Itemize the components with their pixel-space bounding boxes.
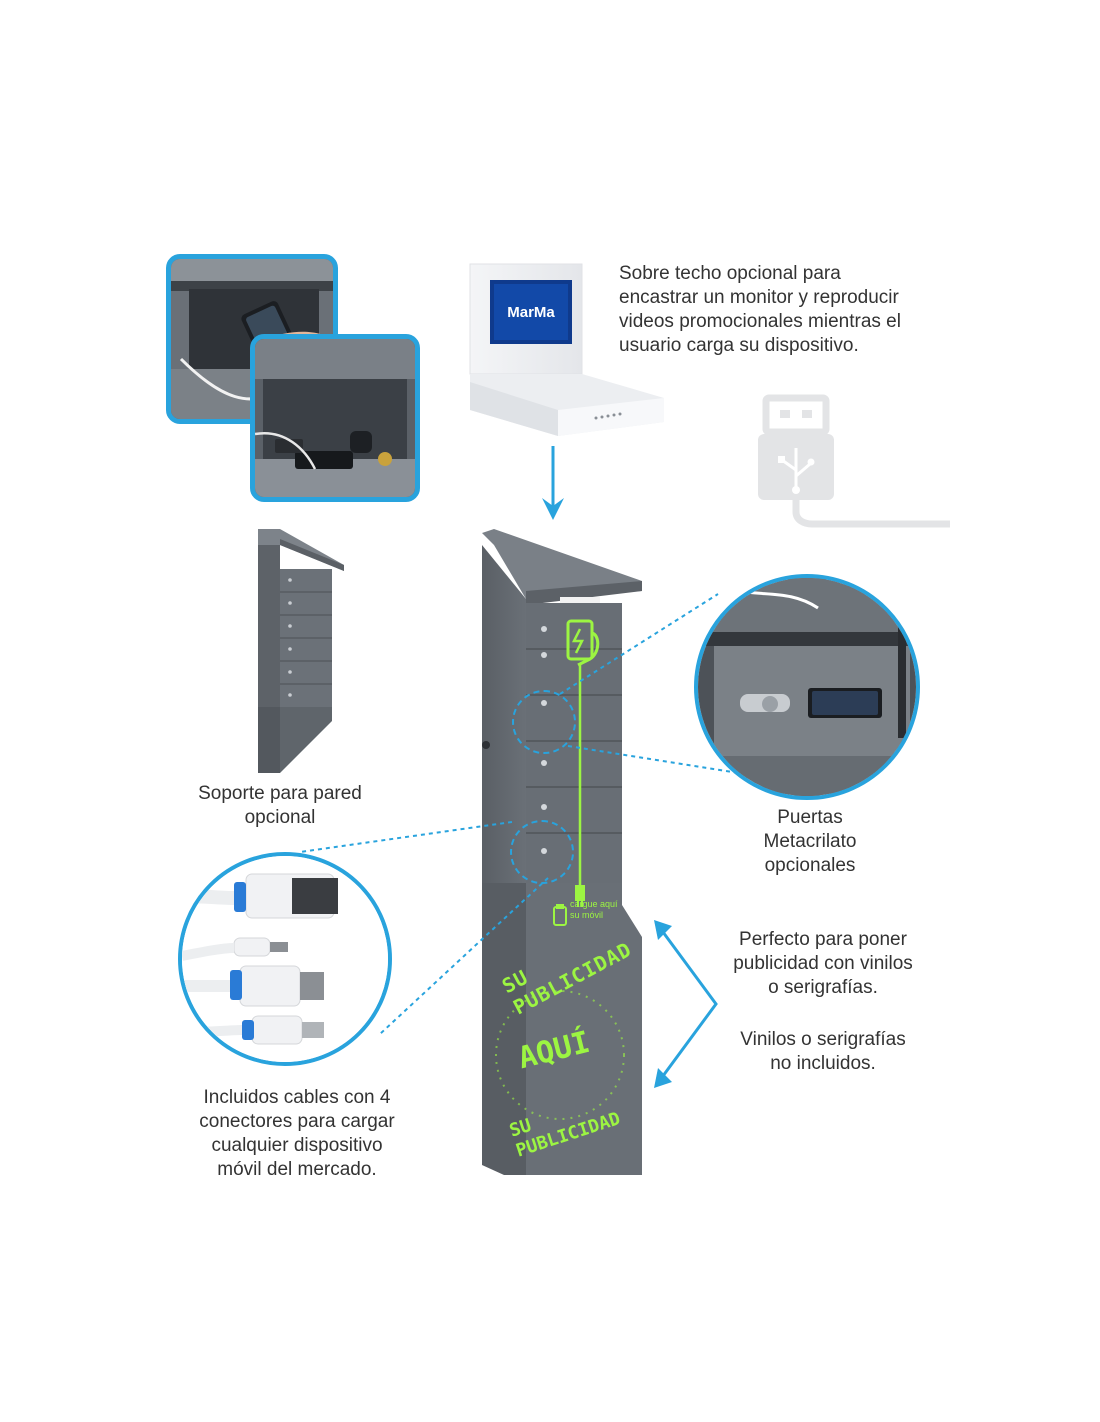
caption-cables: Incluidos cables con 4 conectores para c… bbox=[199, 1087, 395, 1180]
usb-dots bbox=[594, 412, 622, 420]
monitor-logo: MarMa bbox=[507, 304, 555, 321]
photo-cable-connectors bbox=[178, 852, 392, 1066]
arrow-down-icon bbox=[538, 446, 568, 522]
main-kiosk-image: cargue aquí su móvil SU PUBLICIDAD AQUÍ … bbox=[470, 525, 650, 1175]
caption-wall-mount: Soporte para pared opcional bbox=[198, 783, 362, 828]
cable-highlight-circle bbox=[510, 820, 574, 884]
photo-door-lock-detail bbox=[694, 574, 920, 800]
caption-monitor-roof: Sobre techo opcional para encastrar un m… bbox=[619, 263, 901, 356]
photo-devices-charging bbox=[250, 334, 420, 502]
wall-mount-kiosk-image bbox=[250, 525, 350, 775]
monitor-roof-image: MarMa bbox=[468, 260, 668, 440]
caption-doors: Puertas Metacrilato opcionales bbox=[763, 807, 857, 876]
caption-advertising: Perfecto para poner publicidad con vinil… bbox=[733, 929, 913, 998]
charge-label: cargue aquí su móvil bbox=[570, 899, 618, 920]
usb-plug-icon bbox=[752, 390, 952, 530]
phone-charging-icon bbox=[566, 619, 600, 667]
battery-icon bbox=[553, 904, 567, 926]
double-arrow-icon bbox=[650, 918, 726, 1090]
caption-vinyl-note: Vinilos o serigrafías no incluidos. bbox=[740, 1029, 906, 1074]
door-highlight-circle bbox=[512, 690, 576, 754]
